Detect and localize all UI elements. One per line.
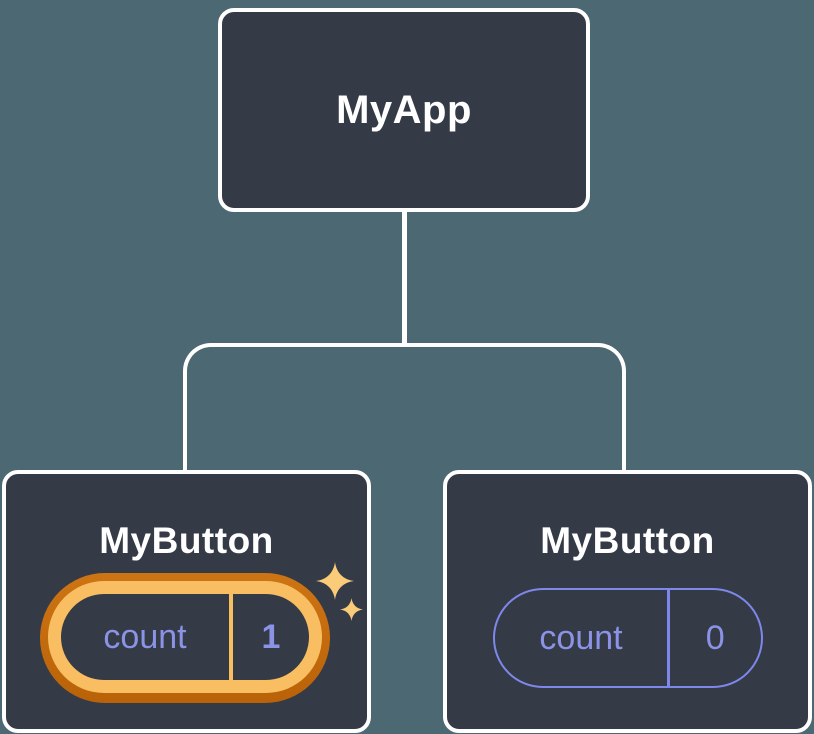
state-value: 0 bbox=[705, 618, 725, 657]
state-pill-divider bbox=[667, 590, 670, 686]
connector-bracket bbox=[183, 343, 626, 473]
sparkle-icon-large bbox=[316, 562, 354, 600]
state-pill-body: count 1 bbox=[61, 594, 309, 680]
state-pill: count 0 bbox=[493, 588, 763, 688]
state-value: 1 bbox=[261, 617, 281, 656]
state-pill-divider bbox=[229, 594, 233, 680]
child-node-label: MyButton bbox=[99, 520, 274, 561]
root-node-label: MyApp bbox=[336, 87, 472, 132]
child-node-mybutton-right: MyButton count 0 bbox=[443, 470, 812, 733]
state-pill-highlighted: count 1 bbox=[40, 573, 330, 703]
state-key-label: count bbox=[539, 618, 623, 657]
state-pill-highlight-ring: count 1 bbox=[48, 581, 322, 693]
root-node-myapp: MyApp bbox=[218, 8, 590, 212]
child-node-label: MyButton bbox=[540, 520, 715, 561]
sparkle-icon-small bbox=[340, 598, 363, 621]
child-node-mybutton-left: MyButton count 1 bbox=[2, 470, 371, 733]
state-key-label: count bbox=[103, 617, 187, 656]
connector-stem bbox=[402, 210, 407, 346]
